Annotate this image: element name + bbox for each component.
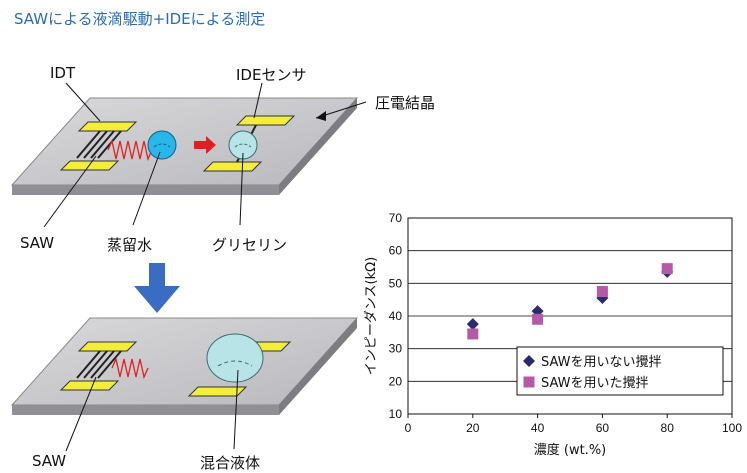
y-tick-label: 20 (389, 374, 403, 388)
page-title: SAWによる液滴駆動+IDEによる測定 (14, 10, 266, 28)
saw-wave-bottom (111, 356, 149, 380)
y-tick-label: 10 (389, 407, 403, 421)
ide-sensor-electrodes (202, 115, 296, 172)
y-tick-label: 30 (389, 342, 403, 356)
x-tick-label: 40 (531, 421, 545, 435)
x-tick-label: 20 (466, 421, 480, 435)
y-axis-title: インピーダンス(kΩ) (364, 257, 379, 375)
x-tick-label: 80 (661, 421, 675, 435)
legend-label: SAWを用いない攪拌 (541, 355, 662, 370)
label-idt: IDT (50, 64, 76, 82)
legend-marker-square (523, 376, 535, 388)
y-tick-label: 70 (389, 211, 403, 225)
x-tick-label: 0 (405, 421, 412, 435)
water-droplet (147, 130, 177, 160)
label-saw-bottom: SAW (32, 452, 67, 470)
label-crystal: 圧電結晶 (375, 94, 436, 112)
saw-wave-top (107, 138, 153, 162)
label-ide-sensor: IDEセンサ (236, 66, 307, 84)
data-point-square (661, 263, 673, 275)
mixed-droplet (206, 333, 264, 383)
label-glycerin: グリセリン (212, 236, 288, 254)
idt-electrodes-bottom (59, 341, 138, 391)
process-arrow (134, 263, 180, 313)
data-point-square (467, 328, 479, 340)
y-tick-label: 50 (389, 276, 403, 290)
data-point-diamond (466, 318, 479, 331)
move-arrow (194, 136, 216, 154)
label-saw-top: SAW (20, 234, 55, 252)
x-tick-label: 100 (722, 421, 742, 435)
x-axis-title: 濃度 (wt.%) (534, 442, 607, 458)
legend-box (516, 346, 724, 396)
data-point-square (532, 313, 544, 325)
legend-label: SAWを用いた攪拌 (541, 376, 649, 391)
y-tick-label: 40 (389, 309, 403, 323)
label-mixed-liquid: 混合液体 (200, 454, 261, 472)
y-tick-label: 60 (389, 244, 403, 258)
label-distilled-water: 蒸留水 (107, 236, 153, 254)
legend-marker-diamond (523, 355, 535, 367)
x-tick-label: 60 (596, 421, 610, 435)
data-point-square (596, 286, 608, 297)
